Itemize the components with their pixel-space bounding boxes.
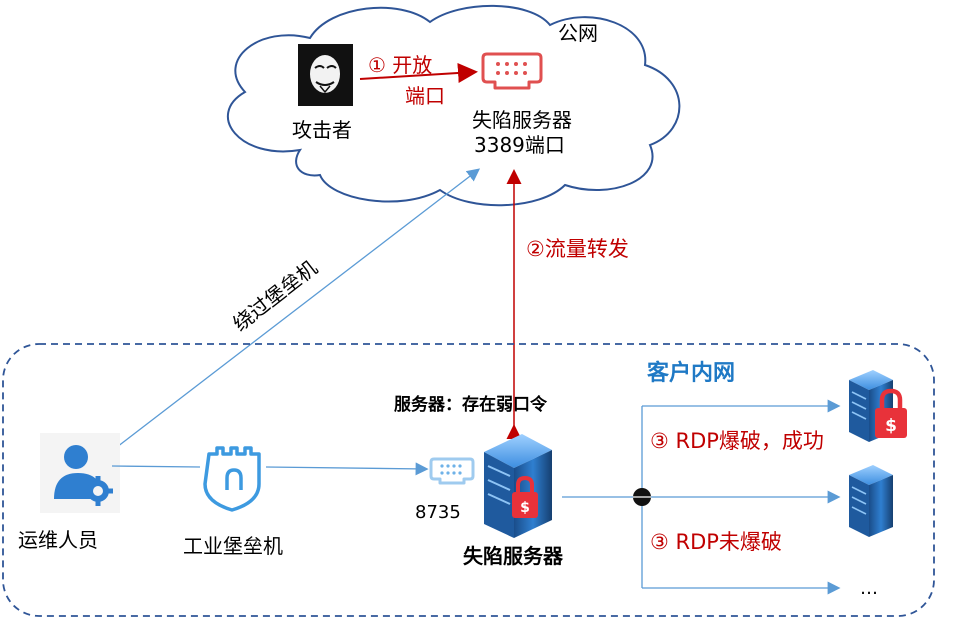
server-lock-icon: $ bbox=[484, 434, 552, 538]
ops-to-bastion-line bbox=[111, 465, 201, 468]
bypass-arrow bbox=[99, 168, 481, 461]
rdp-success-label: ③ RDP爆破，成功 bbox=[650, 429, 824, 453]
compromised-public-line2: 3389端口 bbox=[474, 133, 565, 157]
customer-intranet-box bbox=[2, 343, 935, 617]
more-servers-ellipsis: … bbox=[860, 578, 878, 599]
bypass-label: 绕过堡垒机 bbox=[228, 255, 322, 335]
open-port-label-1: ① 开放 bbox=[368, 53, 432, 77]
public-cloud bbox=[226, 4, 681, 207]
port-8735-label: 8735 bbox=[415, 502, 461, 523]
forwarding-label: ②流量转发 bbox=[526, 237, 629, 261]
compromised-public-line1: 失陷服务器 bbox=[472, 108, 572, 132]
industrial-bastion-label: 工业堡垒机 bbox=[183, 534, 283, 558]
anonymous-mask-icon bbox=[298, 44, 353, 106]
svg-text:$: $ bbox=[885, 416, 897, 436]
weak-password-label: 服务器：存在弱口令 bbox=[394, 394, 548, 415]
customer-intranet-title: 客户内网 bbox=[647, 360, 735, 386]
castle-shield-icon bbox=[203, 446, 261, 512]
open-port-arrow bbox=[359, 62, 478, 83]
svg-text:$: $ bbox=[520, 500, 530, 516]
attacker-label: 攻击者 bbox=[292, 118, 352, 142]
port-icon bbox=[481, 52, 543, 90]
user-gear-icon bbox=[40, 433, 120, 513]
port-icon bbox=[429, 457, 475, 485]
server-icon bbox=[849, 465, 893, 537]
rdp-not-label: ③ RDP未爆破 bbox=[650, 530, 782, 554]
junction-node bbox=[633, 488, 651, 506]
bastion-to-port-arrow bbox=[265, 462, 429, 476]
open-port-label-2: 端口 bbox=[405, 84, 445, 108]
compromised-intranet-label: 失陷服务器 bbox=[463, 544, 564, 568]
server-lock-icon: $ bbox=[849, 370, 907, 442]
ops-staff-label: 运维人员 bbox=[18, 528, 98, 552]
public-net-label: 公网 bbox=[558, 21, 598, 45]
